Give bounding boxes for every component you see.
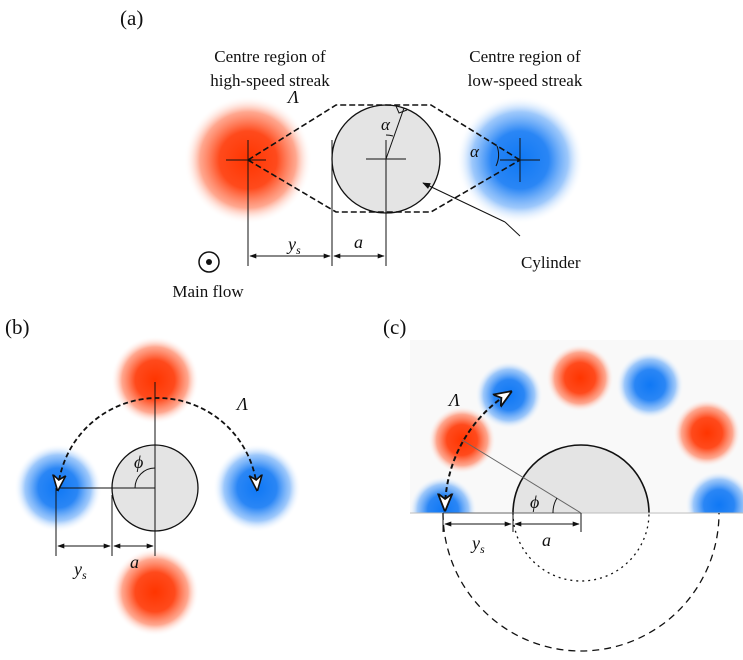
low-speed-label-line-2: low-speed streak: [468, 71, 583, 90]
a-label: a: [354, 232, 363, 252]
alpha-label-streak: α: [470, 142, 480, 161]
c-streak-red-3: [673, 399, 741, 467]
c-dotted-mirror: [512, 512, 650, 582]
c-lambda-arc: [445, 393, 509, 508]
panel-c-tag: (c): [383, 315, 406, 339]
b-streak-bottom-red: [111, 548, 199, 636]
cylinder-pointer-tail: [504, 221, 521, 237]
ys-label: ys: [286, 234, 301, 257]
alpha-arc-streak: [495, 145, 500, 167]
lambda-path-lower: [247, 159, 521, 213]
c-phi-arc: [552, 497, 558, 514]
panel-c: (c) ϕ Λ ys a: [383, 315, 743, 660]
c-streak-red-2: [546, 344, 614, 412]
lambda-label: Λ: [286, 87, 299, 107]
c-ys-label: ys: [470, 533, 485, 556]
cylinder-radius-line: [385, 107, 405, 160]
b-streak-right-blue: [213, 444, 301, 532]
cylinder-label: Cylinder: [521, 253, 581, 272]
b-phi-label: ϕ: [134, 452, 143, 472]
b-streak-top-red: [111, 336, 199, 424]
cylinder-pointer-arrow: [422, 182, 506, 223]
panel-b-tag: (b): [5, 315, 30, 339]
high-speed-label-line-1: Centre region of: [214, 47, 326, 66]
b-a-label: a: [130, 552, 139, 572]
c-a-label: a: [542, 530, 551, 550]
panel-b: (b) ϕ Λ ys a: [5, 315, 301, 636]
c-phi-label: ϕ: [530, 492, 539, 512]
c-half-cylinder: [513, 445, 649, 513]
b-lambda-arc: [58, 397, 257, 488]
b-ys-label: ys: [72, 559, 87, 582]
c-streak-blue-3: [616, 351, 684, 419]
b-lambda-label: Λ: [235, 394, 248, 414]
main-flow-dot-icon: [206, 259, 212, 265]
low-speed-label-line-1: Centre region of: [469, 47, 581, 66]
alpha-label-cylinder: α: [381, 115, 391, 134]
panel-a-tag: (a): [120, 6, 143, 30]
c-half-cylinder-outline: [512, 444, 650, 514]
high-speed-label-line-2: high-speed streak: [210, 71, 330, 90]
alpha-arc-cylinder: [385, 134, 394, 137]
right-angle-mark: [395, 105, 408, 114]
c-symmetry-mask: [410, 513, 743, 553]
c-dashed-mirror: [442, 512, 720, 652]
main-flow-label: Main flow: [172, 282, 244, 301]
panel-a: (a) Centre region of high-speed streak C…: [120, 6, 584, 301]
main-flow-outer-icon: [198, 251, 220, 273]
c-streak-blue-2: [475, 361, 543, 429]
c-lambda-label: Λ: [447, 390, 460, 410]
